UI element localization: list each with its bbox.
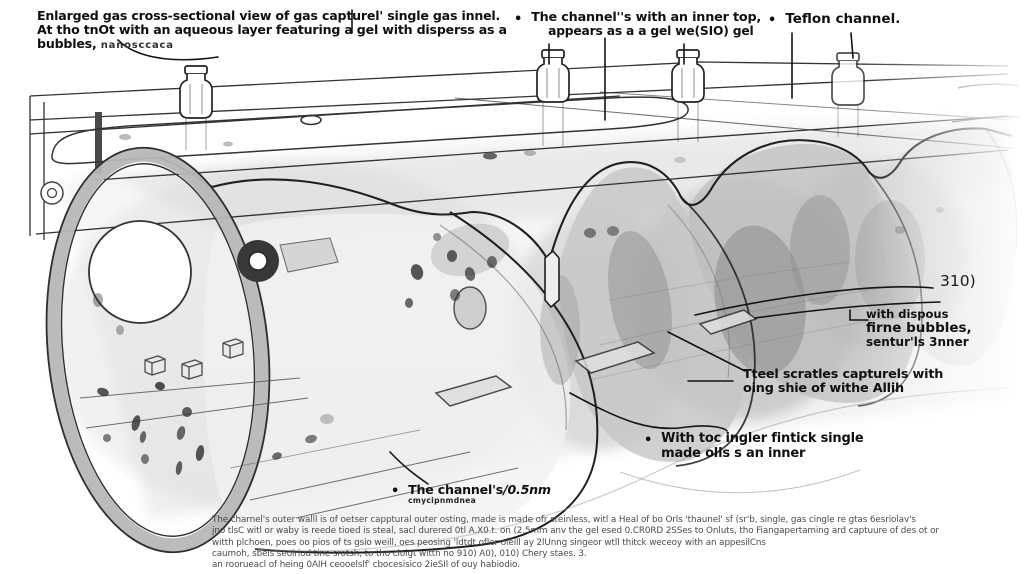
flange-hole (88, 220, 192, 324)
interior-details (79, 286, 758, 519)
caption-line: witth plchoen, poes oo pios of ts gsio w… (212, 537, 766, 548)
caption-line: The charnel's outer walll is of oetser c… (212, 515, 916, 525)
annotation-line: bubbles, nanosccaca (37, 36, 174, 52)
annotation-line: The channel''s with an inner top, (531, 10, 762, 25)
annotation-line: Enlarged gas cross-sectional view of gas… (37, 8, 501, 23)
leader-steel-b (667, 331, 746, 372)
leader-teflon-2 (850, 32, 854, 59)
leader-lines (117, 9, 941, 485)
leader-310-a (694, 286, 934, 316)
annotation-line: oing shie of withe Allih (743, 381, 904, 397)
inlet-bottle-icon (671, 49, 705, 142)
annotation-teflon-channel: • Teflon channel. (768, 11, 901, 28)
annotation-line: The channel's/0.5nm (408, 482, 551, 497)
annotation-small-word: nanosccaca (100, 40, 174, 52)
bullet-icon: • (768, 13, 777, 28)
leader-bubbles (849, 309, 869, 321)
annotation-line: appears as a a gel we(SIO) gel (548, 24, 754, 39)
annotation-line: Tteel scratles capturels with (743, 367, 944, 382)
leader-topleft-swoosh (117, 39, 219, 61)
cube-fittings (144, 338, 244, 380)
annotation-small-word: cmycipnmdnea (408, 496, 477, 506)
caption-line: jno tlsC witl or waby is reede tioed is … (212, 526, 939, 537)
annotation-line: With toc ingler fintick single (661, 431, 864, 446)
bullet-icon: • (391, 484, 400, 499)
caption-line: an roorueacl of heing 0AIH ceooelslf' cb… (212, 560, 520, 571)
inlet-bottle-icon (536, 49, 570, 146)
bullet-icon: • (644, 433, 653, 448)
inlet-bottle-icon (179, 65, 213, 150)
bullet-icon: • (514, 12, 523, 27)
annotation-channel-nm: • The channel's/0.5nm cmycipnmdnea (391, 482, 551, 506)
annotation-ref-310: 310) (940, 272, 976, 290)
annotation-top-left: Enlarged gas cross-sectional view of gas… (37, 8, 507, 52)
inlet-port-icons (179, 49, 865, 150)
annotation-line: made olls s an inner (661, 445, 806, 461)
annotation-inner-top: • The channel''s with an inner top, appe… (514, 10, 762, 39)
annotation-with-top: • With toc ingler fintick single made ol… (644, 431, 864, 461)
annotation-steel-scratches: Tteel scratles capturels with oing shie … (743, 367, 944, 397)
sample-trays (434, 309, 758, 407)
front-flange (40, 146, 339, 554)
leader-310-b (754, 301, 941, 319)
fade-overlay (860, 40, 1024, 520)
annotation-fine-bubbles: with dispous firne bubbles, sentur'ls 3n… (866, 308, 972, 349)
inlet-bottle-icon (831, 52, 865, 137)
annotation-line: sentur'ls 3nner (866, 334, 969, 349)
caption-line: caumoh, sbels seoiriod tine srotsh, to t… (212, 548, 587, 559)
annotation-line: At tho tnOt with an aqueous layer featur… (37, 22, 507, 38)
annotation-line: firne bubbles, (866, 319, 972, 336)
leader-withtop (569, 392, 728, 432)
annotation-line: with dispous (866, 307, 949, 321)
annotation-line: Teflon channel. (785, 11, 901, 27)
caption-paragraph: The charnel's outer walll is of oetser c… (212, 515, 939, 571)
leader-halfnm (389, 451, 429, 485)
